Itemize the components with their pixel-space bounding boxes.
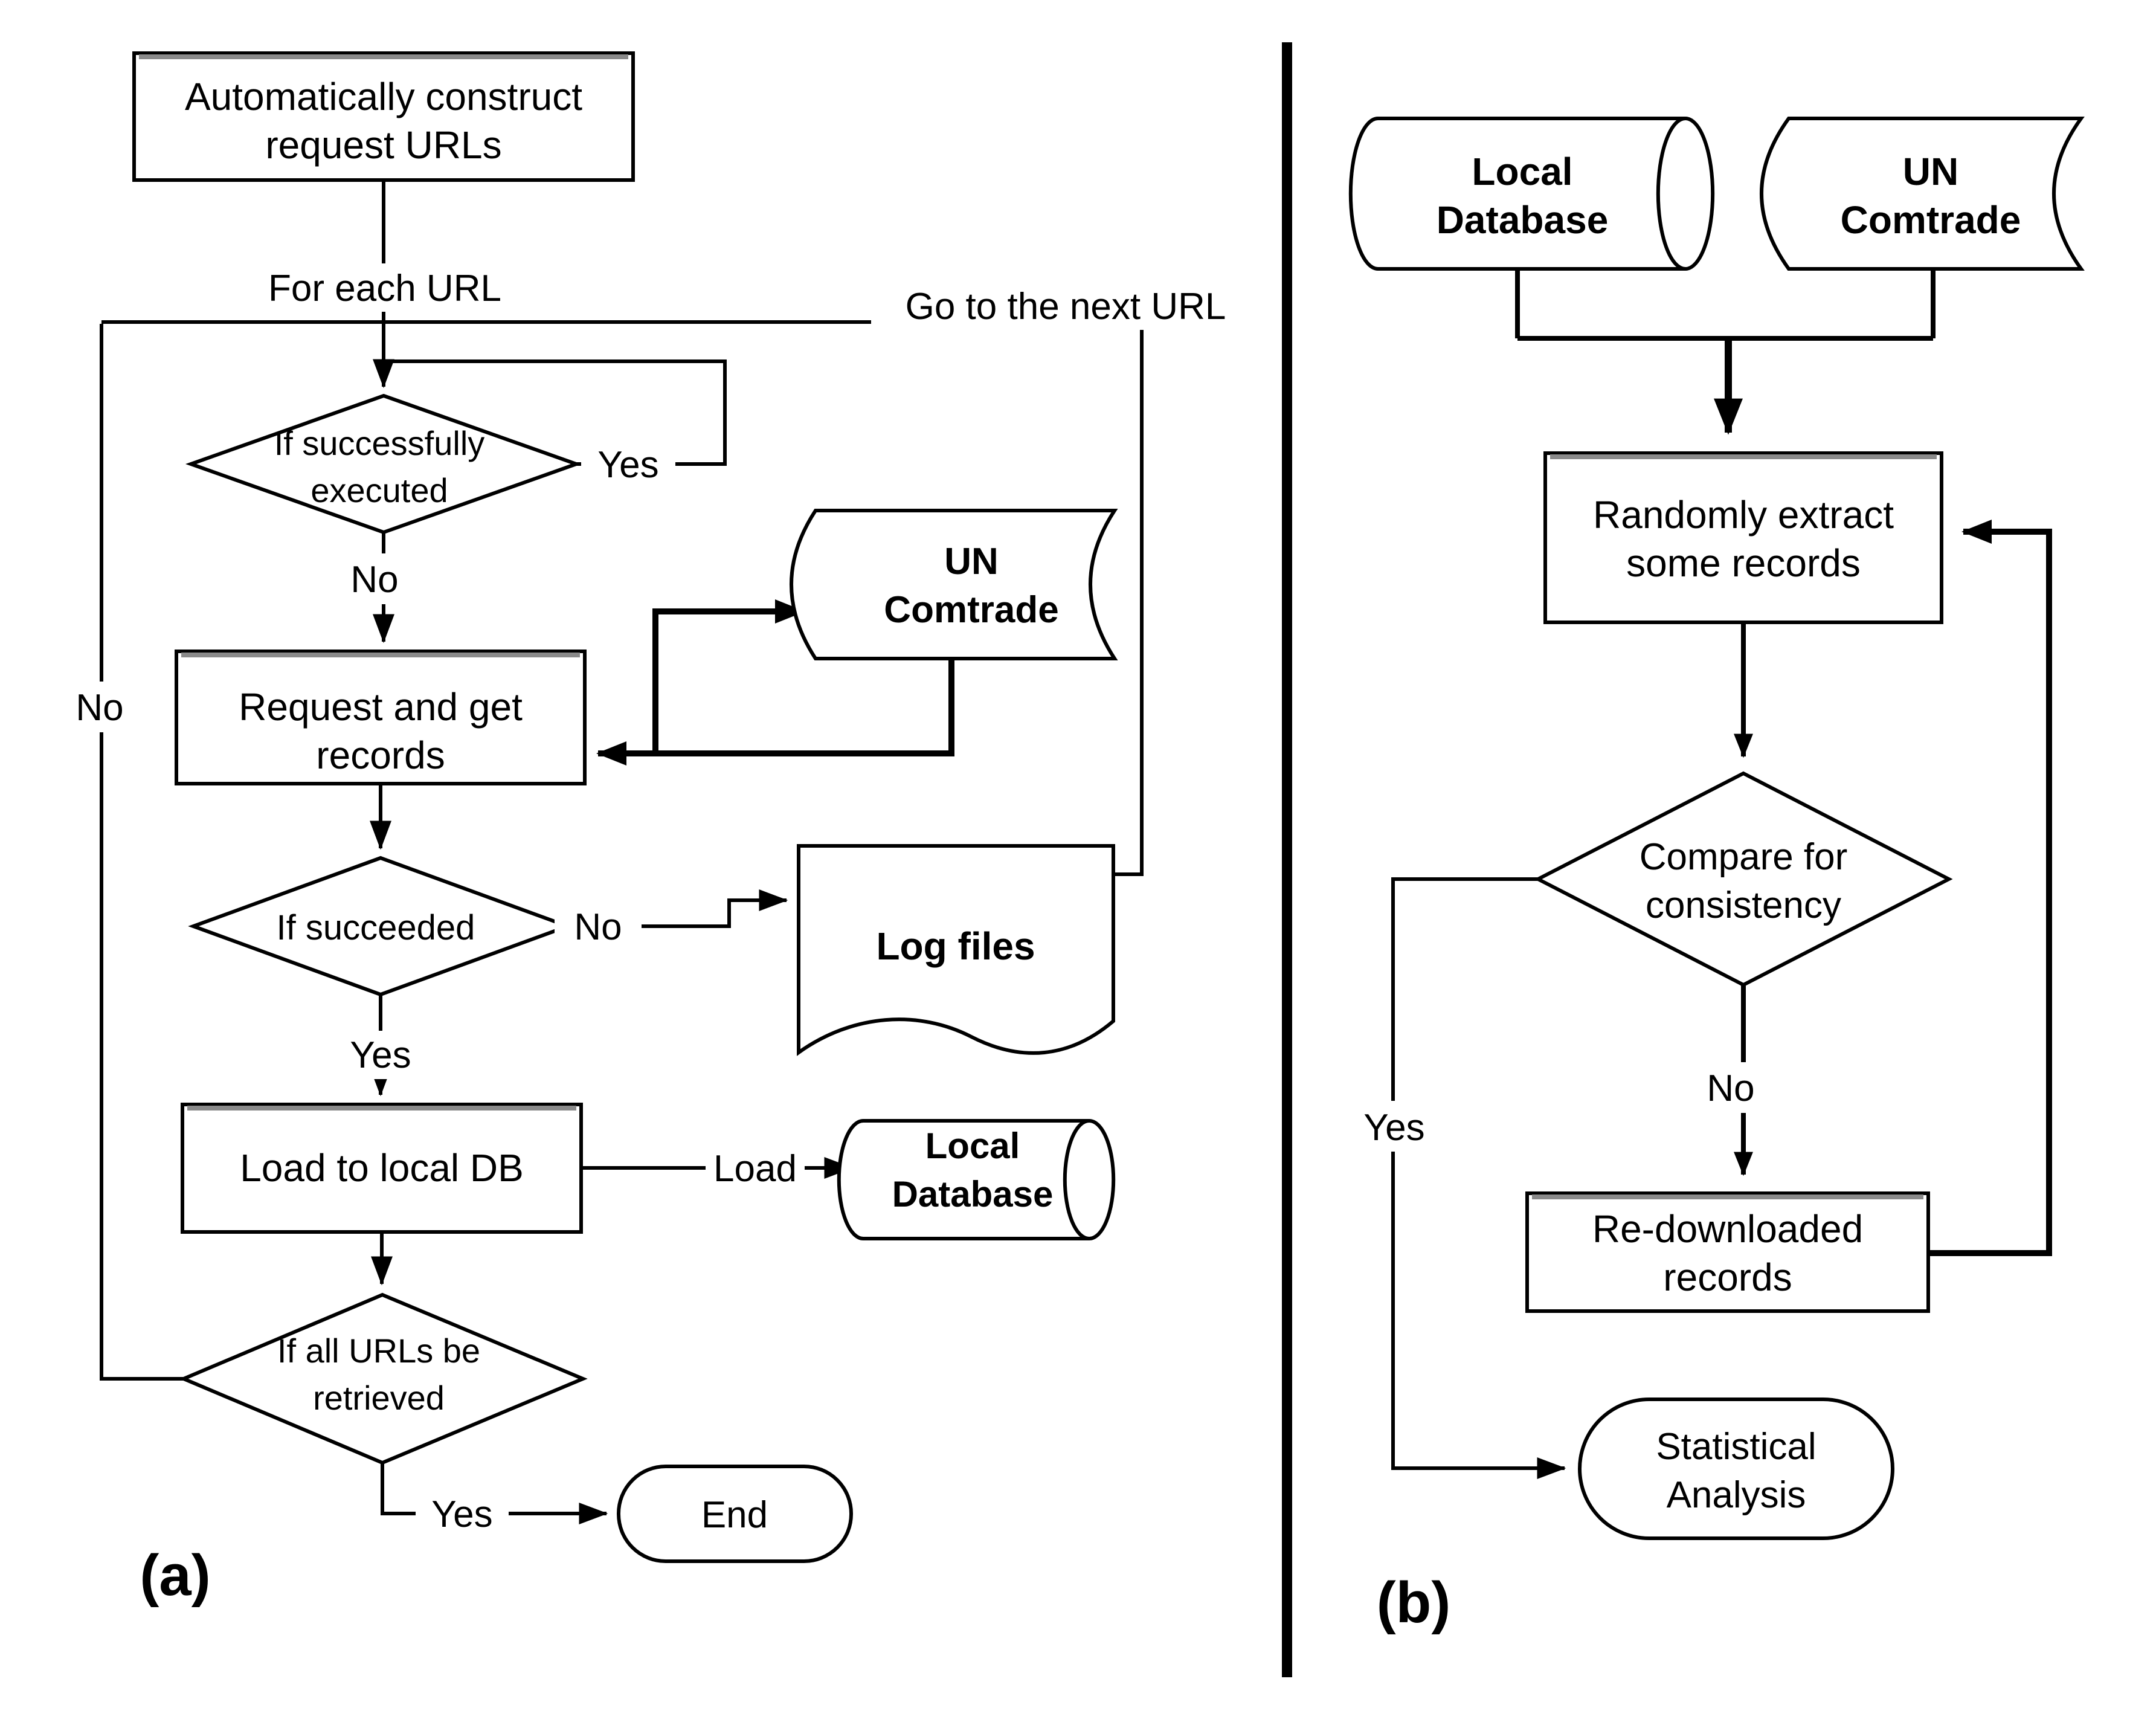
node-if-all-urls-diamond: [179, 1292, 588, 1465]
load-edge-label: Load: [713, 1148, 797, 1190]
label-bg: [57, 682, 142, 732]
arrow-uncomtrade-to-request: [596, 659, 954, 766]
node-un-comtrade-storage-a: [790, 509, 1118, 660]
no-log-label: No: [574, 906, 622, 948]
if-all-urls-label-line2: retrieved: [313, 1379, 445, 1417]
panel-b-label: (b): [1377, 1570, 1451, 1635]
construct-urls-label-line1: Automatically construct: [185, 75, 582, 118]
cylinder-inner-edge: [1063, 1119, 1090, 1240]
node-construct-urls-box: [132, 51, 635, 182]
panel-b: Local Database UN Comtrade Randomly extr…: [1346, 117, 2085, 1635]
node-log-files-document: [797, 844, 1115, 1056]
label-bg: [336, 1031, 426, 1079]
redownload-label-line2: records: [1663, 1256, 1792, 1299]
label-bg: [416, 1490, 509, 1538]
node-end-terminator: [617, 1465, 853, 1563]
if-executed-label-line2: executed: [311, 471, 448, 509]
end-label: End: [701, 1494, 768, 1536]
node-redownload-box: [1525, 1191, 1930, 1313]
label-bg: [871, 279, 1260, 330]
local-db-a-label-line2: Database: [892, 1174, 1054, 1214]
label-bg: [706, 1144, 805, 1193]
random-extract-label-line2: some records: [1626, 541, 1861, 585]
node-compare-consistency-diamond: [1534, 771, 1953, 987]
line-go-to-next-url-return: [101, 320, 1144, 876]
yes-down-label: Yes: [350, 1034, 411, 1076]
node-random-extract-box: [1543, 451, 1943, 624]
compare-label-line1: Compare for: [1640, 836, 1848, 878]
node-request-records-box: [175, 650, 587, 785]
node-if-succeeded-diamond: [188, 856, 573, 997]
local-db-b-label-line2: Database: [1437, 198, 1609, 242]
cylinder-inner-edge: [1656, 117, 1686, 271]
load-db-label: Load to local DB: [240, 1146, 524, 1190]
statistical-label-line2: Analysis: [1667, 1474, 1806, 1516]
request-records-label-line1: Request and get: [239, 685, 523, 729]
node-if-executed-diamond: [185, 393, 582, 535]
yes-end-label: Yes: [431, 1494, 492, 1535]
panel-a-label: (a): [140, 1543, 210, 1608]
panel-a: Automatically construct request URLs For…: [57, 51, 1260, 1608]
node-statistical-analysis-terminator: [1578, 1398, 1894, 1540]
no-loop-label: No: [76, 687, 123, 729]
local-db-b-label-line1: Local: [1472, 150, 1572, 193]
random-extract-label-line1: Randomly extract: [1593, 493, 1894, 537]
panel-divider: [1282, 42, 1292, 1677]
label-bg: [1346, 1101, 1443, 1152]
statistical-label-line1: Statistical: [1656, 1426, 1816, 1468]
go-next-url-label: Go to the next URL: [906, 286, 1226, 327]
if-all-urls-label-line1: If all URLs be: [277, 1332, 480, 1370]
request-records-label-line2: records: [316, 733, 445, 777]
construct-urls-label-line2: request URLs: [265, 123, 501, 167]
label-bg: [1687, 1062, 1775, 1113]
arrow-yes-to-statistical: [1391, 877, 1566, 1479]
label-bg: [245, 263, 526, 312]
arrow-yes-to-end: [381, 1463, 608, 1524]
for-each-url-label: For each URL: [268, 268, 501, 309]
label-bg: [333, 553, 418, 604]
yes-loop-label: Yes: [597, 444, 658, 486]
node-un-comtrade-storage-b: [1760, 117, 2085, 271]
un-comtrade-a-label-line1: UN: [944, 541, 999, 582]
arrow-redownload-loop-to-extract: [1928, 520, 2052, 1256]
no-b-label: No: [1707, 1068, 1754, 1109]
arrow-no-to-logfiles: [568, 889, 788, 928]
if-succeeded-label: If succeeded: [277, 908, 475, 947]
un-comtrade-b-label-line2: Comtrade: [1841, 198, 2021, 242]
no-down-label: No: [350, 559, 398, 601]
arrow-request-to-uncomtrade: [652, 599, 806, 753]
if-executed-label-line1: If successfully: [274, 424, 485, 462]
un-comtrade-b-label-line1: UN: [1903, 150, 1958, 193]
log-files-label: Log files: [876, 924, 1035, 968]
node-load-db-box: [181, 1103, 583, 1234]
compare-label-line2: consistency: [1646, 885, 1841, 926]
local-db-a-label-line1: Local: [925, 1126, 1020, 1166]
redownload-label-line1: Re-downloaded: [1592, 1207, 1863, 1251]
un-comtrade-a-label-line2: Comtrade: [884, 589, 1058, 631]
label-bg: [555, 903, 642, 951]
yes-b-label: Yes: [1363, 1107, 1424, 1149]
label-bg: [581, 441, 675, 488]
line-no-loop-ifallurls: [100, 324, 184, 1381]
